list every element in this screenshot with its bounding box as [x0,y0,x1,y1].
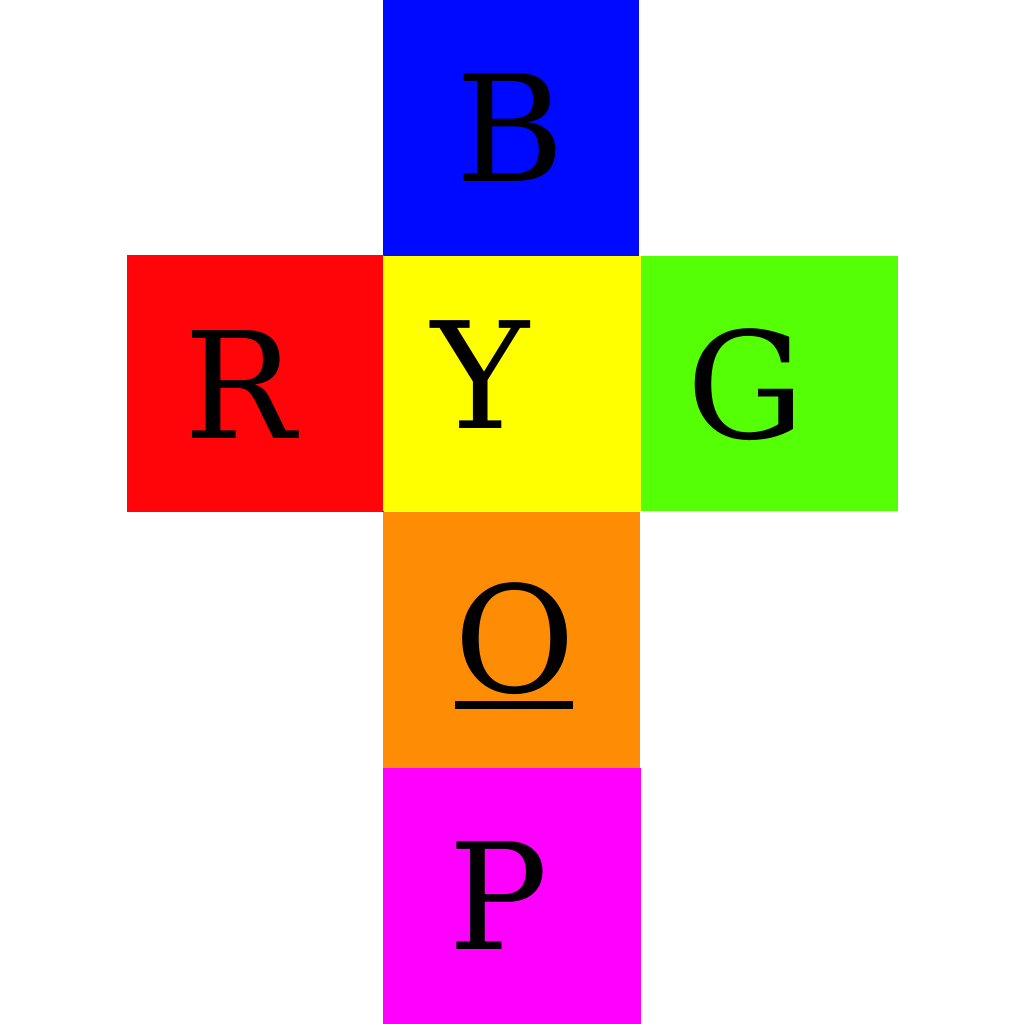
face-letter-b: B [455,44,565,216]
orientation-underline [455,701,573,709]
face-bottom-magenta: P [383,768,641,1024]
face-right-green: G [641,256,898,511]
face-center-yellow: Y [383,256,641,511]
face-lower-orange: O [383,512,640,769]
face-letter-y: Y [431,290,529,463]
face-left-red: R [127,255,384,512]
face-letter-o: O [453,554,576,727]
face-letter-r: R [183,300,296,473]
face-top-blue: B [383,0,639,256]
face-letter-p: P [448,812,548,984]
face-letter-g: G [686,300,805,473]
